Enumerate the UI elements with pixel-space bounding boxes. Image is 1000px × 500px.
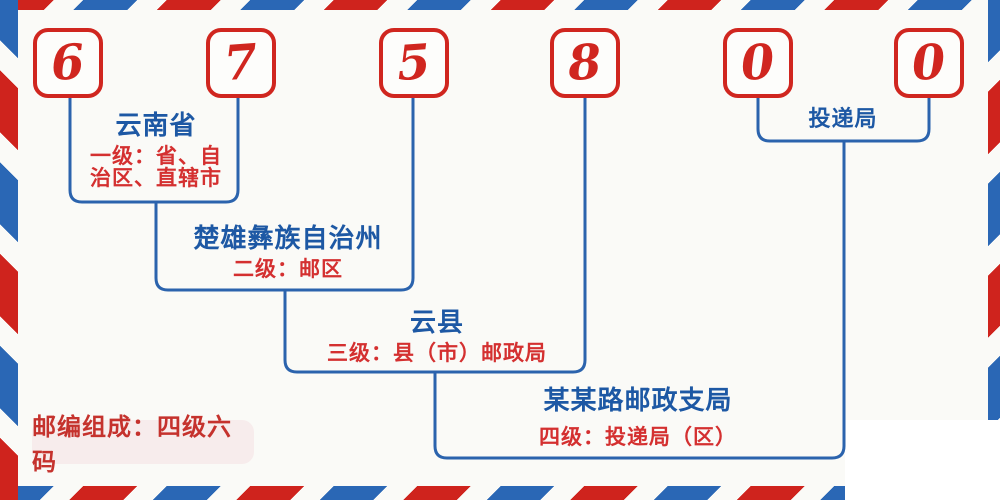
- level1-description-line1: 一级：省、自: [90, 144, 222, 168]
- delivery-office-label: 投递局: [808, 106, 878, 132]
- digit-box-4: 8: [550, 28, 620, 98]
- level4-description: 四级：投递局（区）: [539, 425, 737, 449]
- airmail-border-bottom: [0, 486, 1000, 500]
- level1-annotation: 云南省 一级：省、自 治区、直辖市: [90, 113, 222, 189]
- digit-3-value: 5: [395, 33, 433, 93]
- level4-annotation: 某某路邮政支局 四级：投递局（区）: [539, 388, 737, 448]
- digit-box-3: 5: [379, 28, 449, 98]
- level3-annotation: 云县 三级：县（市）邮政局: [327, 310, 547, 364]
- airmail-border-right: [988, 0, 1000, 500]
- digit-6-value: 0: [910, 33, 948, 93]
- level3-description: 三级：县（市）邮政局: [327, 341, 547, 365]
- level2-annotation: 楚雄彝族自治州 二级：邮区: [193, 226, 382, 280]
- composition-badge-text: 邮编组成：四级六码: [32, 412, 232, 476]
- digit-box-2: 7: [206, 28, 276, 98]
- level2-place-name: 楚雄彝族自治州: [193, 224, 383, 254]
- digit-4-value: 8: [566, 33, 604, 93]
- digit-box-5: 0: [723, 28, 793, 98]
- digit-5-value: 0: [739, 33, 777, 93]
- bracket-level1: [68, 95, 240, 204]
- digit-2-value: 7: [222, 33, 260, 93]
- level1-place-name: 云南省: [115, 111, 197, 141]
- postal-code-composition-badge: 邮编组成：四级六码: [32, 412, 254, 476]
- bottom-right-white-patch: [845, 420, 1000, 500]
- level2-description: 二级：邮区: [232, 257, 343, 281]
- digit-1-value: 6: [49, 33, 87, 93]
- bracket-level4: [433, 141, 846, 460]
- delivery-office-annotation: 投递局: [808, 106, 877, 132]
- level3-place-name: 云县: [409, 308, 464, 338]
- digit-box-1: 6: [33, 28, 103, 98]
- airmail-border-top: [0, 0, 1000, 10]
- bracket-delivery: [756, 95, 931, 143]
- level4-place-name: 某某路邮政支局: [543, 386, 733, 416]
- level1-description-line2: 治区、直辖市: [90, 166, 222, 190]
- digit-box-6: 0: [894, 28, 964, 98]
- airmail-border-left: [0, 0, 18, 500]
- level1-description: 一级：省、自 治区、直辖市: [90, 145, 222, 189]
